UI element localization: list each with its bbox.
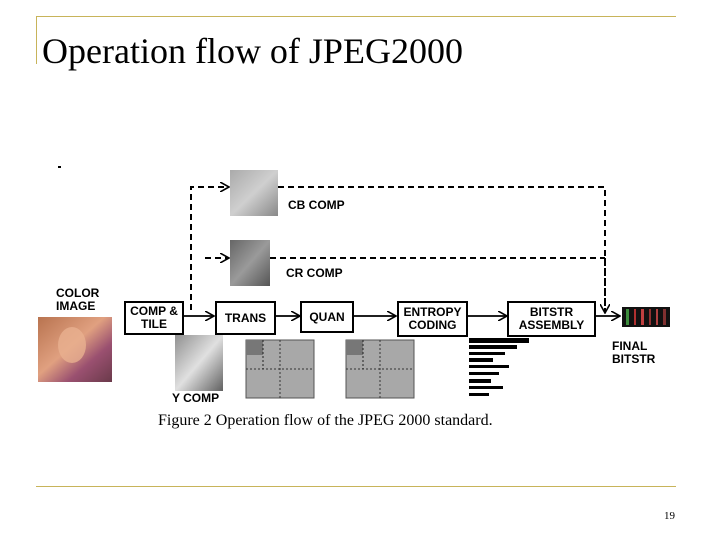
cb-component-thumbnail	[230, 170, 278, 216]
wavelet-subbands-quan	[345, 339, 415, 399]
stage-bitstr-box: BITSTR ASSEMBLY	[507, 301, 596, 337]
y-component-label: Y COMP	[172, 391, 220, 405]
input-label: COLOR IMAGE	[56, 286, 100, 313]
slide-title: Operation flow of JPEG2000	[42, 31, 463, 71]
stage-entropy-box: ENTROPY CODING	[397, 301, 468, 337]
stray-dot	[58, 166, 61, 168]
cr-component-label: CR COMP	[286, 266, 343, 280]
wavelet-subbands-trans	[245, 339, 315, 399]
figure-caption: Figure 2 Operation flow of the JPEG 2000…	[158, 412, 493, 429]
cr-component-thumbnail	[230, 240, 270, 286]
bottom-rule	[36, 486, 676, 487]
stage-quan-box: QUAN	[300, 301, 354, 333]
y-component-thumbnail	[175, 335, 223, 391]
dashed-component-paths	[190, 187, 605, 312]
stage-trans-box: TRANS	[215, 301, 276, 335]
page-number: 19	[664, 510, 675, 522]
title-left-tick	[36, 16, 37, 64]
output-label: FINAL BITSTR	[612, 339, 656, 366]
cb-component-label: CB COMP	[288, 198, 345, 212]
entropy-codeblock-bars	[469, 338, 529, 396]
top-rule	[36, 16, 676, 17]
final-bitstream-graphic	[622, 307, 670, 327]
stage-comp-tile-box: COMP & TILE	[124, 301, 184, 335]
